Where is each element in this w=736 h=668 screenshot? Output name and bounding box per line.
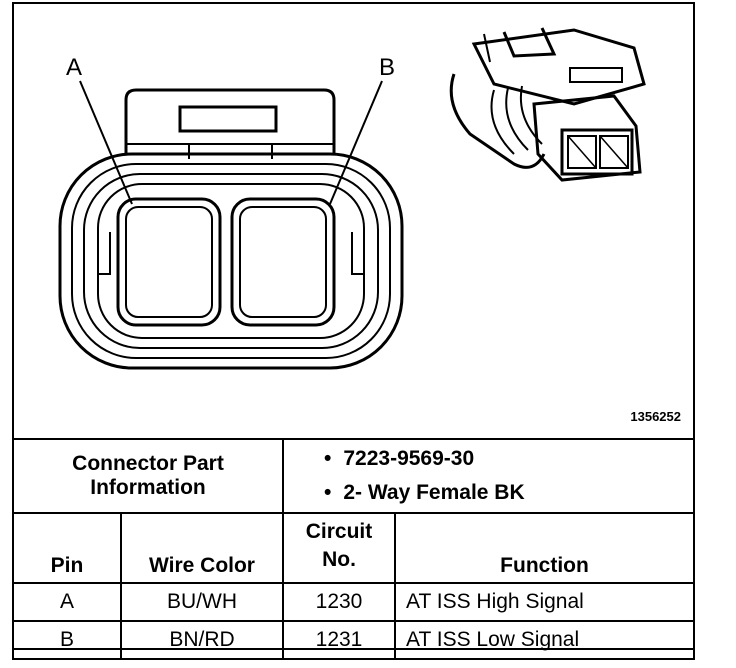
cell-function: AT ISS Low Signal [394, 620, 695, 660]
header-pin: Pin [12, 512, 122, 584]
pin-b-callout: B [379, 54, 396, 81]
table-row: B BN/RD 1231 AT ISS Low Signal [12, 620, 695, 660]
cell-wire-color: BN/RD [120, 620, 284, 660]
connector-drawing: A B 1356252 [14, 4, 693, 434]
cell-function: AT ISS High Signal [394, 582, 695, 622]
connector-type: 2- Way Female BK [324, 476, 687, 510]
connector-info-label-line1: Connector Part [72, 452, 224, 475]
connector-info-label: Connector Part Information [12, 438, 284, 514]
connector-info-label-line2: Information [90, 476, 206, 499]
header-wire-color: Wire Color [120, 512, 284, 584]
connector-info-row: Connector Part Information 7223-9569-30 … [12, 438, 695, 514]
pin-a-callout: A [66, 54, 83, 81]
cell-circuit: 1231 [282, 620, 396, 660]
header-function: Function [394, 512, 695, 584]
connector-isometric-view [449, 27, 646, 182]
connector-diagram-frame: A B 1356252 Connector Part Information 7… [12, 2, 695, 660]
cell-pin: B [12, 620, 122, 660]
cell-pin: A [12, 582, 122, 622]
connector-info-list: 7223-9569-30 2- Way Female BK [282, 438, 695, 514]
part-number: 7223-9569-30 [324, 442, 687, 476]
header-circuit-line2: No. [322, 548, 356, 571]
table-row: A BU/WH 1230 AT ISS High Signal [12, 582, 695, 622]
cell-wire-color: BU/WH [120, 582, 284, 622]
connector-face-illustration [58, 27, 646, 370]
figure-id: 1356252 [630, 409, 681, 424]
cell-circuit: 1230 [282, 582, 396, 622]
header-circuit-line1: Circuit [305, 520, 373, 543]
header-circuit: Circuit No. [282, 512, 396, 584]
table-header-row: Pin Wire Color Circuit No. Function [12, 512, 695, 584]
connector-pinout-table: Connector Part Information 7223-9569-30 … [12, 438, 695, 660]
